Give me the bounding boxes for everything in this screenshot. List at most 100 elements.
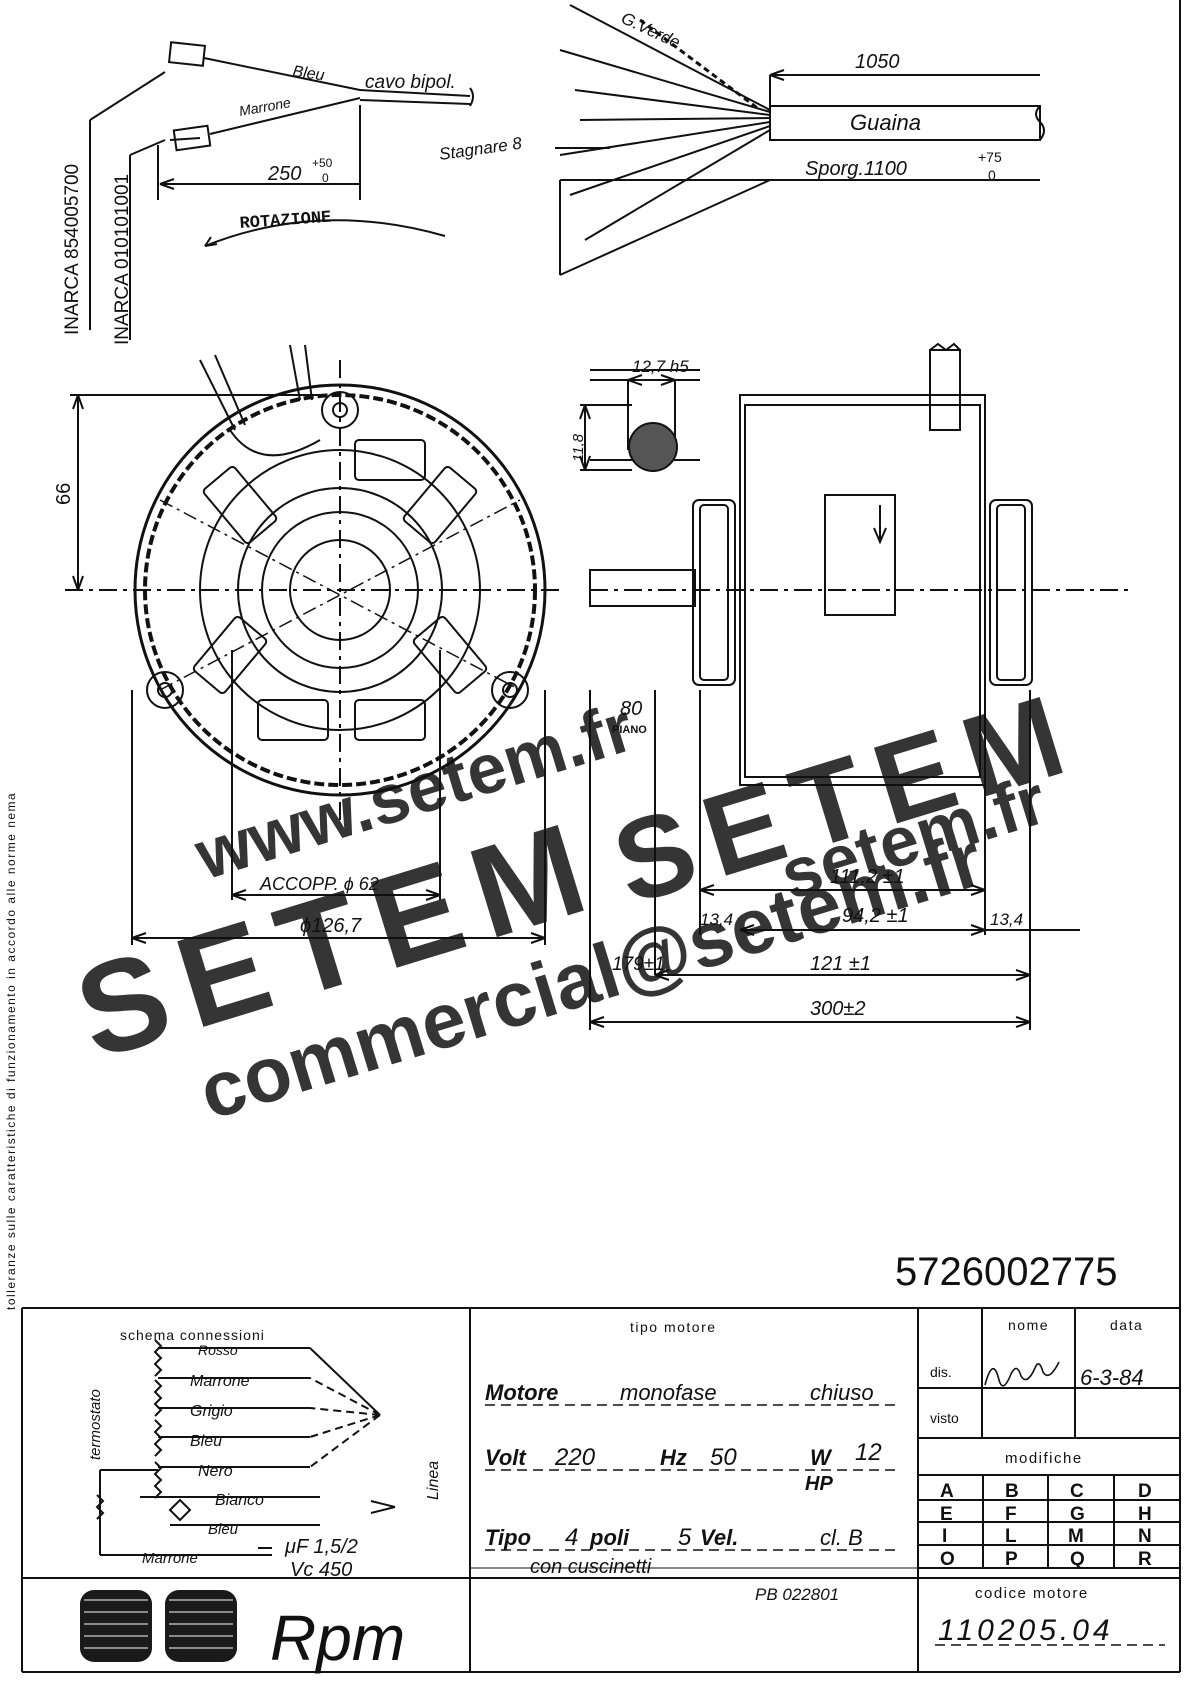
title-block-grid <box>22 1308 1180 1672</box>
motor-type-heading: tipo motore <box>630 1319 717 1335</box>
mod-a: A <box>940 1481 954 1502</box>
motor-phase: monofase <box>620 1380 717 1405</box>
schema-wire-bianco: Bianco <box>215 1492 264 1509</box>
schema-wire-bleu: Bleu <box>190 1433 222 1450</box>
connection-schema <box>95 1339 396 1556</box>
part-number: 5726002775 <box>895 1250 1117 1294</box>
motor-side-view <box>579 342 1130 1030</box>
dim-piano-label: PIANO <box>612 724 647 736</box>
signoff-drawn-label: dis. <box>930 1364 952 1380</box>
protrusion-tol-plus: +75 <box>978 149 1002 165</box>
mod-q: Q <box>1070 1549 1085 1570</box>
signoff-date-value: 6-3-84 <box>1080 1365 1144 1390</box>
lead-length-value: 250 <box>267 163 301 185</box>
dim-66: 66 <box>53 483 75 505</box>
hz-label: Hz <box>660 1445 687 1470</box>
mod-p: P <box>1005 1549 1018 1570</box>
w-label: W <box>810 1445 833 1470</box>
protrusion-label: Sporg.1100 <box>805 158 907 180</box>
capacitor-uf: μF 1,5/2 <box>284 1536 358 1558</box>
cable-type-label: cavo bipol. <box>365 72 456 93</box>
sheath-label: Guaina <box>850 110 921 135</box>
signature <box>984 1361 1060 1387</box>
schema-title: schema connessioni <box>120 1327 265 1343</box>
motor-label: Motore <box>485 1380 558 1405</box>
schema-wire-grigio: Grigio <box>190 1403 233 1420</box>
bearings-note: con cuscinetti <box>530 1556 652 1578</box>
wire-label-marrone: Marrone <box>238 94 292 119</box>
w-value: 12 <box>855 1439 882 1466</box>
modifications-title: modifiche <box>1005 1450 1083 1467</box>
volt-value: 220 <box>554 1444 596 1471</box>
lead-length-tol-zero: 0 <box>322 171 329 185</box>
mod-l: L <box>1005 1526 1017 1547</box>
speeds-value: 5 <box>678 1524 692 1551</box>
sheet-border <box>21 0 1181 1673</box>
motor-front-view <box>65 344 560 945</box>
mod-f: F <box>1005 1504 1017 1525</box>
harness-length-1050: 1050 <box>855 51 900 73</box>
dim-13-4-left: 13,4 <box>700 910 733 929</box>
signoff-checked-label: visto <box>930 1410 959 1426</box>
wire-label-bleu: Bleu <box>291 63 325 84</box>
schema-line-label: Linea <box>425 1461 442 1500</box>
mod-n: N <box>1138 1526 1152 1547</box>
motor-enclosure: chiuso <box>810 1380 874 1405</box>
schema-wire-nero: Nero <box>198 1463 233 1480</box>
mod-e: E <box>940 1504 953 1525</box>
dim-coupling-62: ACCOPP. ϕ 62 <box>259 874 379 894</box>
side-tolerance-note: tolleranze sulle caratteristiche di funz… <box>4 792 18 1310</box>
mod-i: I <box>942 1526 947 1547</box>
signoff-date-header: data <box>1110 1317 1143 1333</box>
mod-m: M <box>1068 1526 1084 1547</box>
mod-c: C <box>1070 1481 1084 1502</box>
volt-label: Volt <box>485 1445 527 1470</box>
dim-flat-118: 11,8 <box>570 433 587 462</box>
wire-harness <box>555 4 1045 276</box>
mod-o: O <box>940 1549 955 1570</box>
rotation-label: ROTAZIONE <box>239 209 332 234</box>
motor-code-label: codice motore <box>975 1585 1089 1602</box>
tipo-label: Tipo <box>485 1525 531 1550</box>
green-wire-label: G.Verde <box>618 8 683 52</box>
schema-wire-rosso: Rosso <box>198 1342 238 1358</box>
dim-111: 111,2 ±1 <box>830 866 905 888</box>
rpm-logo-mark <box>80 1590 237 1662</box>
dim-piano-80: 80 <box>620 698 642 720</box>
dim-diameter-126: ϕ126,7 <box>300 915 362 937</box>
dim-121: 121 ±1 <box>810 953 871 975</box>
rpm-logo-text: Rpm <box>270 1602 405 1674</box>
dim-shaft-127: 12,7 h5 <box>632 357 689 376</box>
dim-94: 94,2 ±1 <box>842 905 909 927</box>
mod-g: G <box>1070 1504 1085 1525</box>
pb-number: PB 022801 <box>755 1585 839 1604</box>
mod-d: D <box>1138 1481 1152 1502</box>
schema-wire-marrone: Marrone <box>190 1373 250 1390</box>
schema-wire-bleu-2: Bleu <box>208 1521 239 1538</box>
modifications-grid: A B C D E F G H I L M N O P Q R <box>940 1481 1152 1570</box>
mod-b: B <box>1005 1481 1019 1502</box>
dim-179: 179±1 <box>612 954 665 975</box>
capacitor-vc: Vc 450 <box>290 1559 352 1581</box>
schema-thermostat-label: termostato <box>87 1389 104 1460</box>
motor-code-value: 110205.04 <box>938 1614 1114 1647</box>
dim-13-4-right: 13,4 <box>990 910 1023 929</box>
protrusion-tol-zero: 0 <box>988 167 996 183</box>
insulation-class: cl. B <box>820 1525 863 1550</box>
poles-label: poli <box>589 1525 630 1550</box>
hp-label: HP <box>805 1473 833 1495</box>
tinning-label: Stagnare 8 <box>438 133 524 163</box>
mod-r: R <box>1138 1549 1152 1570</box>
poles-value: 4 <box>565 1524 578 1551</box>
inarca-code-1: INARCA 854005700 <box>62 164 83 335</box>
signoff-name-header: nome <box>1008 1317 1049 1333</box>
inarca-code-2: INARCA 010101001 <box>112 174 133 345</box>
schema-wire-marrone-2: Marrone <box>142 1550 198 1567</box>
speeds-label: Vel. <box>700 1525 738 1550</box>
mod-h: H <box>1138 1504 1152 1525</box>
lead-length-tol-plus: +50 <box>312 156 333 170</box>
hz-value: 50 <box>710 1444 737 1471</box>
shaft-cross-section <box>628 422 678 472</box>
cable-lead-detail <box>89 41 474 340</box>
